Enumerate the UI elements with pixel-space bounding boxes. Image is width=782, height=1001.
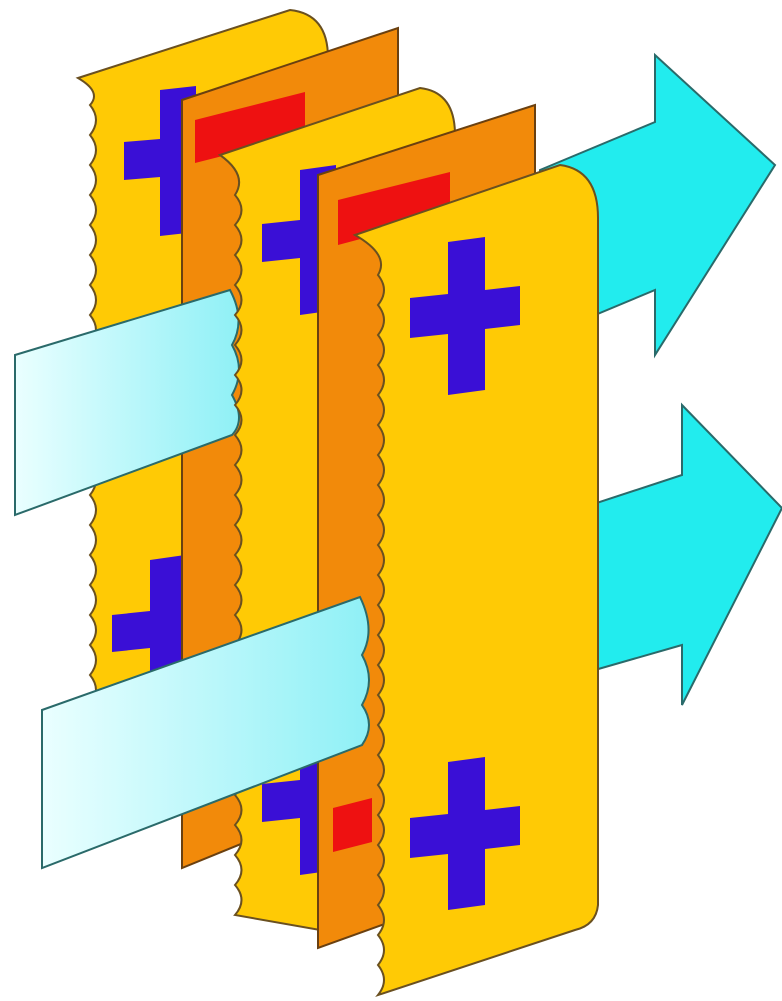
stacked-cell-diagram bbox=[0, 0, 782, 1001]
diagram-canvas bbox=[0, 0, 782, 1001]
